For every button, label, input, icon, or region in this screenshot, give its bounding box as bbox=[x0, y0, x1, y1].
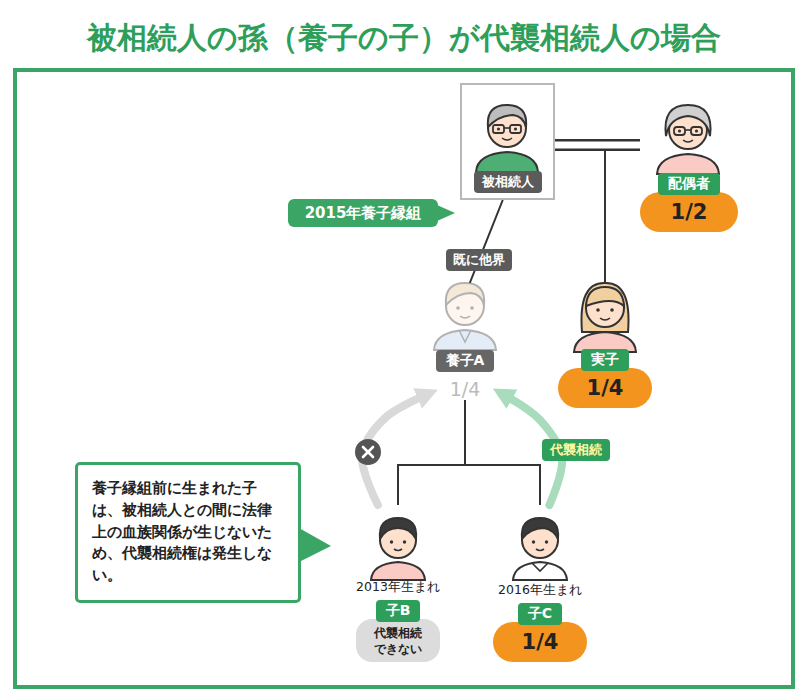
person-illustration bbox=[380, 522, 416, 558]
person-illustration bbox=[446, 283, 484, 305]
person-illustration bbox=[459, 330, 471, 342]
share-value: 1/2 bbox=[640, 192, 738, 232]
share-value: 1/4 bbox=[558, 368, 652, 408]
person-illustration bbox=[536, 549, 544, 551]
person-illustration bbox=[488, 105, 526, 127]
node-label: 養子A bbox=[436, 350, 495, 372]
person-illustration bbox=[695, 129, 698, 132]
person-illustration bbox=[390, 540, 393, 543]
person-illustration bbox=[460, 316, 470, 318]
tag-pointer bbox=[437, 205, 455, 221]
edge-label: 既に他界 bbox=[446, 249, 512, 271]
person-illustration bbox=[581, 283, 628, 332]
person-illustration bbox=[476, 152, 538, 172]
person-illustration bbox=[586, 287, 624, 306]
person-illustration bbox=[514, 127, 517, 130]
edge-label: 代襲相続 bbox=[542, 439, 610, 461]
person-illustration bbox=[456, 306, 460, 310]
person-illustration bbox=[545, 540, 548, 543]
person-illustration bbox=[502, 138, 512, 140]
family-line bbox=[605, 145, 640, 283]
node-label: 実子 bbox=[581, 349, 629, 371]
grandchild-node: 2013年生まれ子B代襲相続できない bbox=[350, 505, 446, 662]
blocked-succession-arrow bbox=[362, 395, 425, 505]
event-tag: 2015年養子縁組 bbox=[288, 199, 438, 227]
person-illustration bbox=[488, 109, 526, 147]
tag-text: 2015年養子縁組 bbox=[305, 204, 422, 223]
person-illustration bbox=[493, 125, 504, 133]
node-label: 被相続人 bbox=[474, 171, 542, 193]
note-text: 養子縁組前に生まれた子は、被相続人との間に法律上の血族関係が生じないため、代襲相… bbox=[92, 478, 284, 587]
marriage-line bbox=[555, 139, 640, 151]
person-illustration bbox=[600, 318, 610, 320]
person-illustration bbox=[665, 105, 710, 136]
person-illustration bbox=[522, 522, 558, 558]
person-illustration bbox=[497, 127, 500, 130]
person-illustration bbox=[513, 518, 567, 580]
person-illustration bbox=[470, 306, 474, 310]
person-illustration bbox=[532, 540, 535, 543]
person-illustration bbox=[586, 289, 624, 327]
person-illustration bbox=[657, 154, 719, 174]
family-line bbox=[555, 145, 605, 283]
family-line bbox=[398, 400, 465, 505]
birth-year: 2016年生まれ bbox=[498, 582, 582, 599]
callout-pointer bbox=[299, 528, 331, 562]
person-illustration bbox=[669, 111, 707, 149]
birth-year: 2013年生まれ bbox=[356, 579, 440, 596]
person-illustration bbox=[394, 549, 402, 551]
person-illustration bbox=[691, 127, 702, 135]
heir-node: 実子1/4 bbox=[558, 283, 652, 408]
person-illustration bbox=[678, 129, 681, 132]
person-illustration bbox=[510, 125, 521, 133]
family-line bbox=[465, 400, 540, 505]
person-illustration bbox=[446, 287, 484, 325]
person-illustration bbox=[522, 518, 558, 539]
grandchild-node: 2016年生まれ子C1/4 bbox=[493, 505, 587, 662]
person-illustration bbox=[504, 127, 510, 129]
cross-symbol bbox=[355, 439, 381, 465]
person-illustration bbox=[574, 283, 636, 352]
person-illustration bbox=[476, 105, 538, 172]
outer-frame bbox=[15, 70, 793, 687]
cross-symbol bbox=[363, 447, 373, 457]
person-illustration bbox=[685, 129, 691, 131]
cross-symbol bbox=[355, 439, 381, 465]
person-illustration bbox=[610, 308, 614, 312]
note-callout: 養子縁組前に生まれた子は、被相続人との間に法律上の血族関係が生じないため、代襲相… bbox=[75, 462, 301, 603]
person-photo-frame: 被相続人 bbox=[460, 83, 555, 200]
double-line-gap bbox=[555, 142, 640, 149]
person-illustration bbox=[683, 140, 693, 142]
person-illustration bbox=[371, 562, 425, 580]
person-illustration bbox=[596, 308, 600, 312]
node-label: 子C bbox=[518, 603, 562, 625]
person-illustration bbox=[434, 330, 496, 350]
person-illustration bbox=[532, 563, 548, 571]
deceased-heir-node: 養子A 1/4 bbox=[425, 283, 505, 400]
person-illustration bbox=[434, 283, 496, 350]
diagram-title: 被相続人の孫（養子の子）が代襲相続人の場合 bbox=[0, 18, 808, 59]
person-illustration bbox=[403, 540, 406, 543]
person-illustration bbox=[380, 518, 416, 539]
node-label: 配偶者 bbox=[658, 173, 720, 195]
status-text: 代襲相続できない bbox=[356, 619, 440, 662]
share-value: 1/4 bbox=[450, 378, 481, 400]
cross-symbol bbox=[363, 447, 373, 457]
person-illustration bbox=[674, 127, 685, 135]
person-illustration bbox=[371, 518, 425, 580]
person-illustration bbox=[513, 562, 567, 580]
person-illustration bbox=[657, 105, 719, 174]
heir-node: 配偶者1/2 bbox=[640, 95, 738, 232]
node-label: 子B bbox=[376, 600, 421, 622]
share-value: 1/4 bbox=[493, 622, 587, 662]
